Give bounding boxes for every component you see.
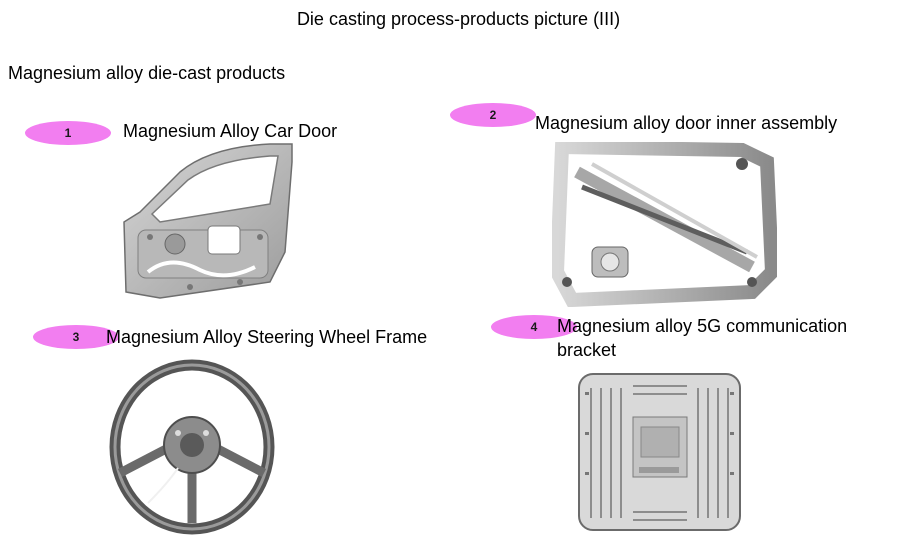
product-badge-4: 4 <box>491 315 577 339</box>
steering-wheel-image <box>109 359 275 535</box>
car-door-image <box>123 143 293 299</box>
product-badge-3: 3 <box>33 325 119 349</box>
communication-bracket-image <box>578 373 741 531</box>
page-title: Die casting process-products picture (II… <box>296 9 621 29</box>
product-label-1: Magnesium Alloy Car Door <box>123 121 338 141</box>
section-subtitle: Magnesium alloy die-cast products <box>8 63 286 83</box>
product-badge-2: 2 <box>450 103 536 127</box>
product-label-4: Magnesium alloy 5G communication bracket <box>557 316 848 360</box>
door-inner-assembly-image <box>552 142 777 307</box>
product-badge-1: 1 <box>25 121 111 145</box>
product-label-3: Magnesium Alloy Steering Wheel Frame <box>106 327 428 347</box>
product-label-2: Magnesium alloy door inner assembly <box>535 113 838 133</box>
